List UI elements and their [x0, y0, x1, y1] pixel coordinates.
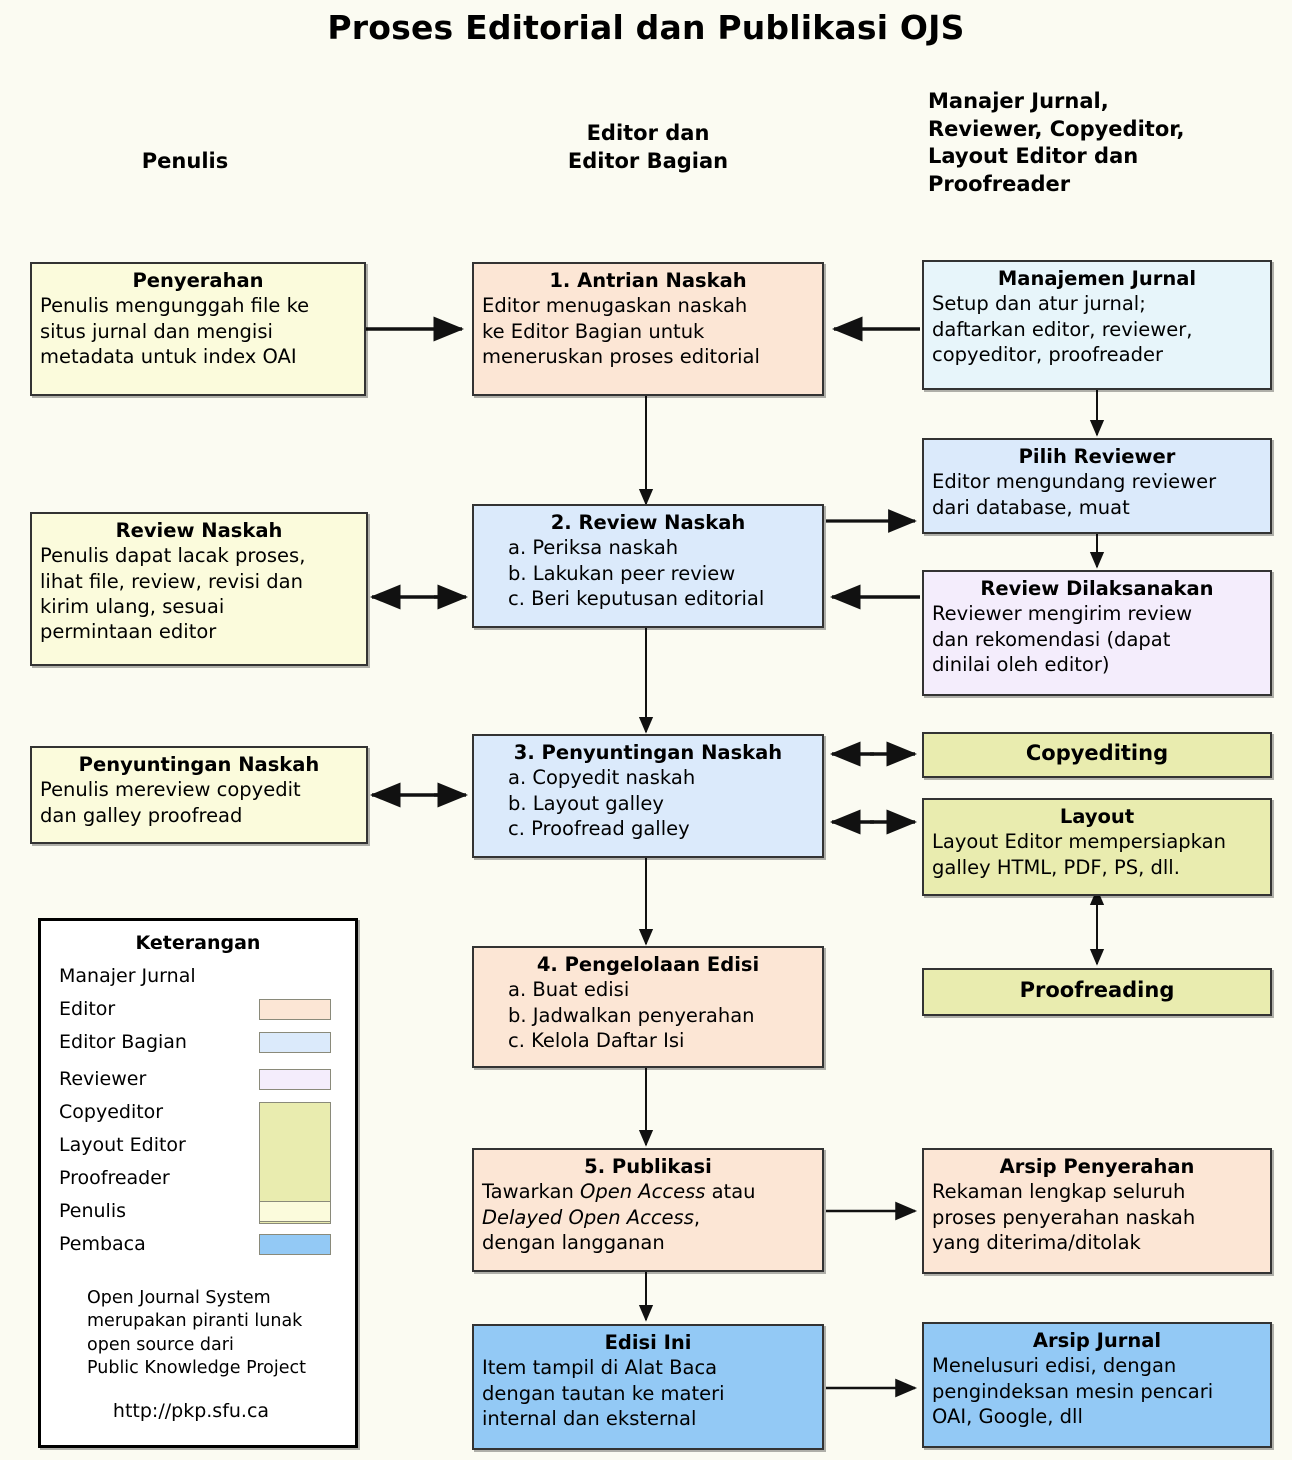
legend-label-manajer-jurnal: Manajer Jurnal [59, 965, 196, 987]
node-penyuntingan-penulis-body: Penulis mereview copyedit dan galley pro… [40, 778, 301, 827]
node-review-dilaksanakan-body: Reviewer mengirim review dan rekomendasi… [932, 602, 1193, 677]
node-antrian-naskah-heading: 1. Antrian Naskah [549, 269, 747, 292]
legend-row-copyeditor: Copyeditor [41, 1096, 355, 1224]
legend-label-proofreader: Proofreader [59, 1167, 170, 1189]
legend-label-penulis: Penulis [59, 1200, 127, 1222]
legend-panel: Keterangan Manajer Jurnal Editor Editor … [38, 918, 358, 1448]
node-arsip-jurnal[interactable]: Arsip Jurnal Menelusuri edisi, dengan pe… [922, 1322, 1272, 1448]
column-header-others: Manajer Jurnal, Reviewer, Copyeditor, La… [928, 88, 1280, 199]
node-pengelolaan-edisi-heading: 4. Pengelolaan Edisi [536, 953, 760, 976]
legend-row-editor: Editor [41, 993, 355, 1026]
legend-row-manajer-jurnal: Manajer Jurnal [41, 960, 355, 993]
node-pengelolaan-edisi[interactable]: 4. Pengelolaan Edisi a. Buat edisi b. Ja… [472, 946, 824, 1068]
legend-title: Keterangan [135, 932, 261, 954]
column-header-editor-line1: Editor dan [586, 121, 710, 145]
node-penyuntingan-naskah-heading: 3. Penyuntingan Naskah [513, 741, 783, 764]
legend-url[interactable]: http://pkp.sfu.ca [112, 1400, 270, 1423]
node-penyuntingan-penulis[interactable]: Penyuntingan Naskah Penulis mereview cop… [30, 746, 368, 844]
column-header-others-line3: Layout Editor dan [928, 144, 1139, 169]
legend-label-layout-editor: Layout Editor [59, 1134, 186, 1156]
node-review-naskah-heading: 2. Review Naskah [550, 511, 746, 534]
column-header-others-line2: Reviewer, Copyeditor, [928, 116, 1185, 141]
node-publikasi-body: Tawarkan Open Access atau Delayed Open A… [482, 1180, 756, 1255]
column-header-penulis: Penulis [60, 148, 310, 176]
node-review-naskah[interactable]: 2. Review Naskah a. Periksa naskah b. La… [472, 504, 824, 628]
node-penyerahan-heading: Penyerahan [132, 269, 264, 292]
node-arsip-penyerahan-heading: Arsip Penyerahan [999, 1155, 1195, 1178]
node-review-dilaksanakan[interactable]: Review Dilaksanakan Reviewer mengirim re… [922, 570, 1272, 696]
node-pilih-reviewer-body: Editor mengundang reviewer dari database… [932, 470, 1217, 519]
node-manajemen-jurnal-heading: Manajemen Jurnal [997, 267, 1197, 290]
node-layout-heading: Layout [1059, 805, 1135, 828]
legend-swatch-editor [259, 999, 331, 1020]
node-review-naskah-penulis-body: Penulis dapat lacak proses, lihat file, … [40, 544, 306, 644]
legend-row-penulis: Penulis [41, 1195, 355, 1228]
node-review-naskah-penulis[interactable]: Review Naskah Penulis dapat lacak proses… [30, 512, 368, 666]
node-proofreading[interactable]: Proofreading [922, 968, 1272, 1016]
node-arsip-penyerahan[interactable]: Arsip Penyerahan Rekaman lengkap seluruh… [922, 1148, 1272, 1274]
column-header-others-line4: Proofreader [928, 172, 1071, 197]
node-copyediting-heading: Copyediting [1025, 741, 1169, 766]
legend-row-editor-bagian: Editor Bagian [41, 1026, 355, 1059]
node-antrian-naskah[interactable]: 1. Antrian Naskah Editor menugaskan nask… [472, 262, 824, 396]
legend-label-editor: Editor [59, 998, 116, 1020]
node-layout[interactable]: Layout Layout Editor mempersiapkan galle… [922, 798, 1272, 896]
column-header-editor: Editor dan Editor Bagian [472, 120, 824, 175]
legend-note: Open Journal System merupakan piranti lu… [87, 1288, 306, 1378]
node-penyuntingan-penulis-heading: Penyuntingan Naskah [78, 753, 320, 776]
legend-row-proofreader: Proofreader [41, 1162, 355, 1195]
node-penyerahan[interactable]: Penyerahan Penulis mengunggah file ke si… [30, 262, 366, 396]
node-review-dilaksanakan-heading: Review Dilaksanakan [980, 577, 1214, 600]
node-arsip-jurnal-body: Menelusuri edisi, dengan pengindeksan me… [932, 1354, 1214, 1429]
legend-label-reviewer: Reviewer [59, 1068, 147, 1090]
node-penyuntingan-naskah[interactable]: 3. Penyuntingan Naskah a. Copyedit naska… [472, 734, 824, 858]
column-header-others-line1: Manajer Jurnal, [928, 89, 1109, 113]
legend-swatch-penulis [259, 1201, 331, 1222]
node-layout-body: Layout Editor mempersiapkan galley HTML,… [932, 830, 1226, 879]
node-pilih-reviewer[interactable]: Pilih Reviewer Editor mengundang reviewe… [922, 438, 1272, 534]
node-antrian-naskah-body: Editor menugaskan naskah ke Editor Bagia… [482, 294, 760, 369]
node-proofreading-heading: Proofreading [1019, 978, 1175, 1003]
legend-label-pembaca: Pembaca [59, 1233, 146, 1255]
legend-swatch-reviewer [259, 1069, 331, 1090]
node-pilih-reviewer-heading: Pilih Reviewer [1018, 445, 1176, 468]
legend-row-layout-editor: Layout Editor [41, 1129, 355, 1162]
node-publikasi-heading: 5. Publikasi [584, 1155, 712, 1178]
node-manajemen-jurnal[interactable]: Manajemen Jurnal Setup dan atur jurnal; … [922, 260, 1272, 390]
node-edisi-ini-heading: Edisi Ini [604, 1331, 692, 1354]
legend-label-editor-bagian: Editor Bagian [59, 1031, 187, 1053]
legend-row-reviewer: Reviewer [41, 1063, 355, 1096]
node-copyediting[interactable]: Copyediting [922, 732, 1272, 778]
node-manajemen-jurnal-body: Setup dan atur jurnal; daftarkan editor,… [932, 292, 1193, 367]
legend-label-copyeditor: Copyeditor [59, 1101, 164, 1123]
node-publikasi[interactable]: 5. Publikasi Tawarkan Open Access atau D… [472, 1148, 824, 1272]
node-penyerahan-body: Penulis mengunggah file ke situs jurnal … [40, 294, 310, 369]
legend-swatch-pembaca [259, 1234, 331, 1255]
column-header-penulis-label: Penulis [141, 149, 229, 173]
node-review-naskah-penulis-heading: Review Naskah [115, 519, 283, 542]
node-pengelolaan-edisi-body: a. Buat edisi b. Jadwalkan penyerahan c.… [508, 978, 755, 1053]
column-header-editor-line2: Editor Bagian [567, 148, 729, 173]
node-arsip-jurnal-heading: Arsip Jurnal [1032, 1329, 1162, 1352]
page-title: Proses Editorial dan Publikasi OJS [327, 8, 965, 47]
node-review-naskah-body: a. Periksa naskah b. Lakukan peer review… [508, 536, 765, 611]
node-edisi-ini[interactable]: Edisi Ini Item tampil di Alat Baca denga… [472, 1324, 824, 1450]
legend-row-pembaca: Pembaca [41, 1228, 355, 1261]
node-penyuntingan-naskah-body: a. Copyedit naskah b. Layout galley c. P… [508, 766, 696, 841]
node-arsip-penyerahan-body: Rekaman lengkap seluruh proses penyeraha… [932, 1180, 1196, 1255]
legend-swatch-editor-bagian [259, 1032, 331, 1053]
node-edisi-ini-body: Item tampil di Alat Baca dengan tautan k… [482, 1356, 725, 1431]
